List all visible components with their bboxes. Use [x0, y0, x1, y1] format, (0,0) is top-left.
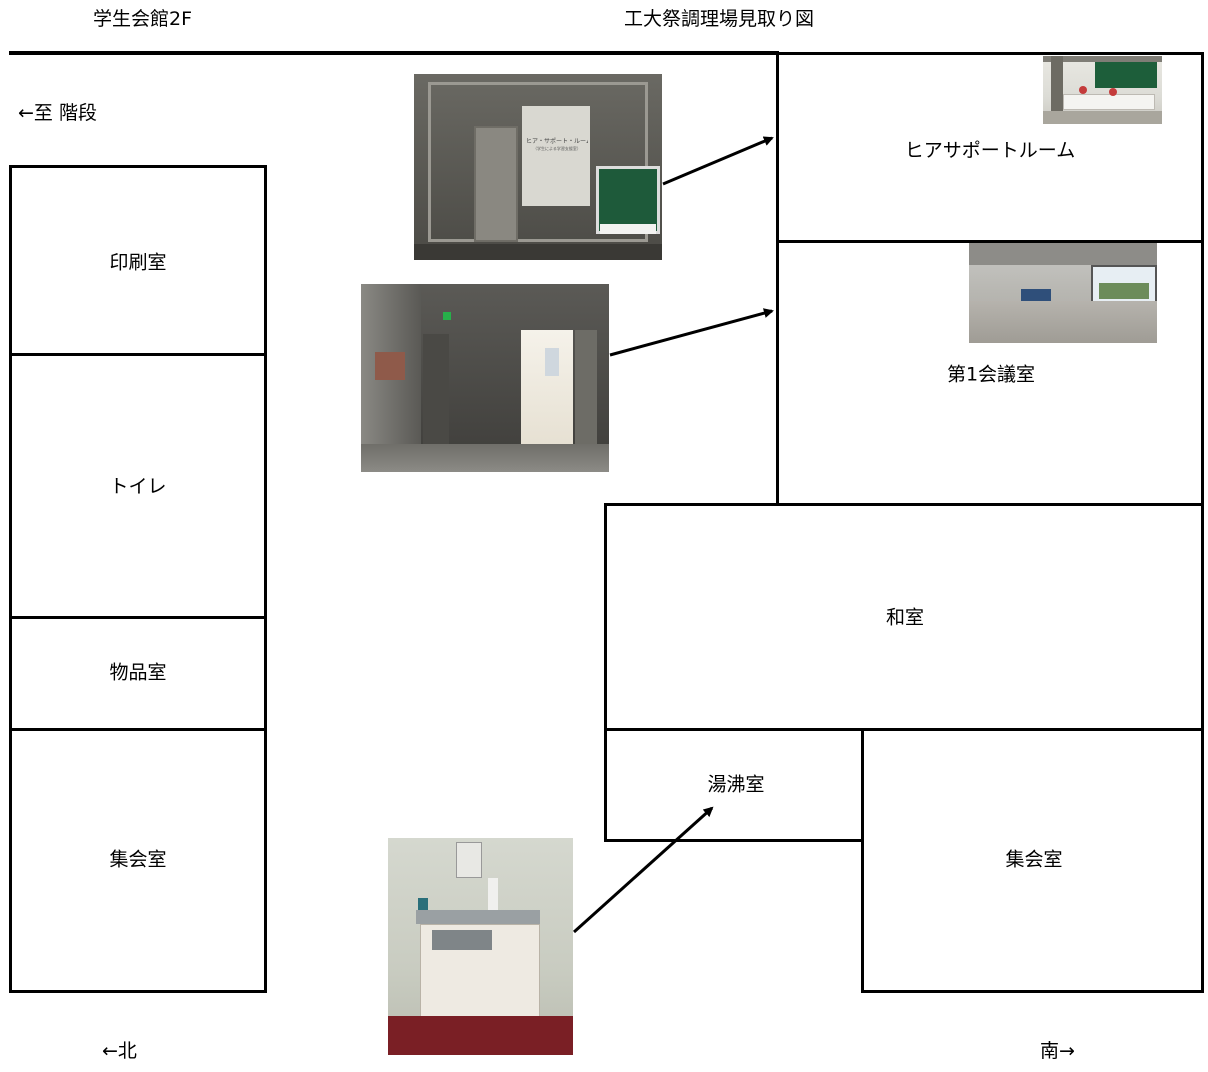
room-label-printing: 印刷室	[109, 251, 167, 274]
hear-support-entrance-photo: ヒア・サポート・ルーム （学生による学習支援室）	[414, 74, 662, 260]
room-label-storage: 物品室	[109, 661, 167, 684]
arrow-to-hear-support	[662, 136, 774, 186]
room-label-washitsu: 和室	[885, 606, 925, 629]
arrow-to-meeting-1	[609, 308, 774, 357]
south-direction-label: 南→	[1040, 1040, 1075, 1062]
meeting-room-1-photo	[969, 243, 1157, 343]
meeting-room-1-corridor-photo	[361, 284, 609, 472]
room-assembly-left	[9, 728, 267, 993]
building-floor-label: 学生会館2F	[93, 8, 193, 30]
room-label-meeting-1: 第1会議室	[946, 363, 1036, 386]
room-storage	[9, 616, 267, 731]
arrow-to-kitchenette	[572, 806, 714, 934]
room-label-toilet: トイレ	[109, 475, 167, 498]
room-washitsu	[604, 503, 1204, 731]
room-label-kitchenette: 湯沸室	[707, 773, 765, 796]
hear-support-room-photo	[1043, 56, 1162, 124]
room-label-assembly-left: 集会室	[109, 848, 167, 871]
room-kitchenette	[604, 728, 864, 842]
north-direction-label: ←北	[102, 1040, 137, 1062]
room-assembly-right	[861, 728, 1204, 993]
kitchenette-sink-photo	[388, 838, 573, 1055]
map-title: 工大祭調理場見取り図	[624, 8, 815, 30]
stairs-direction-label: ←至 階段	[18, 102, 97, 124]
sign-line-2: （学生による学習支援室）	[533, 146, 581, 151]
room-printing	[9, 165, 267, 356]
room-label-hear-support: ヒアサポートルーム	[904, 139, 1076, 162]
room-label-assembly-right: 集会室	[1005, 848, 1063, 871]
sign-line-1: ヒア・サポート・ルーム	[526, 138, 588, 145]
corridor-wall-top	[9, 51, 779, 55]
